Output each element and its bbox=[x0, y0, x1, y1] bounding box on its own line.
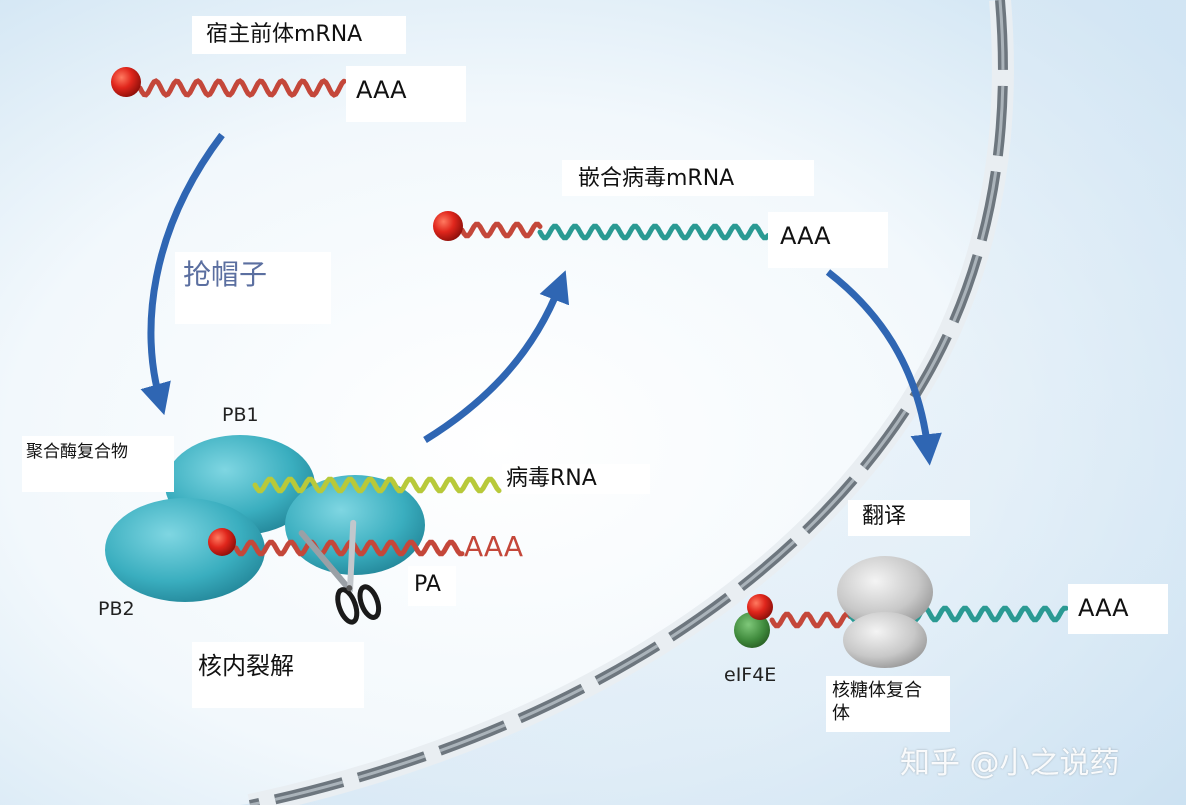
host-rna-in-complex bbox=[233, 539, 465, 557]
host-mrna-cap bbox=[111, 67, 141, 97]
arrow-cap-snatching bbox=[140, 132, 225, 416]
label-ribosome-complex-line1: 核糖体复合 bbox=[832, 680, 922, 701]
arrow-to-chimeric bbox=[423, 270, 570, 443]
label-polymerase-complex: 聚合酶复合物 bbox=[22, 436, 174, 492]
ribosome-small-subunit bbox=[843, 612, 927, 668]
pb2-subunit bbox=[105, 498, 265, 602]
label-pb2: PB2 bbox=[98, 598, 135, 620]
label-cap-snatching: 抢帽子 bbox=[175, 252, 331, 324]
label-pb1: PB1 bbox=[222, 404, 259, 426]
translation-mrna-cap bbox=[747, 594, 773, 620]
label-ribosome-complex: 核糖体复合 体 bbox=[826, 676, 950, 732]
label-complex-polya: AAA bbox=[464, 530, 524, 563]
label-translation-polya: AAA bbox=[1068, 584, 1168, 634]
label-ribosome-complex-line2: 体 bbox=[832, 702, 850, 724]
label-host-pre-mrna: 宿主前体mRNA bbox=[192, 16, 406, 54]
ribosome-large-subunit bbox=[837, 556, 933, 628]
translation-complex bbox=[734, 556, 1069, 668]
eif4e-protein bbox=[734, 612, 770, 648]
chimeric-mrna-strand bbox=[433, 211, 771, 241]
viral-rna-strand bbox=[252, 476, 502, 494]
chimeric-mrna-cap bbox=[433, 211, 463, 241]
label-nuclear-cleavage: 核内裂解 bbox=[192, 642, 364, 708]
host-pre-mrna-strand bbox=[111, 67, 347, 98]
nuclear-membrane bbox=[247, 0, 1014, 805]
cytoplasm-region bbox=[240, 0, 1186, 805]
complex-cap bbox=[208, 528, 236, 556]
label-chimeric-polya: AAA bbox=[768, 212, 888, 268]
label-chimeric-mrna: 嵌合病毒mRNA bbox=[562, 160, 814, 196]
arrow-translation bbox=[825, 269, 942, 466]
watermark: 知乎 @小之说药 bbox=[900, 746, 1120, 781]
label-eif4e: eIF4E bbox=[724, 664, 777, 686]
label-translation: 翻译 bbox=[848, 500, 970, 536]
scissors-icon bbox=[298, 519, 382, 625]
label-viral-rna: 病毒RNA bbox=[502, 464, 650, 494]
label-pa: PA bbox=[408, 566, 456, 606]
polymerase-complex bbox=[105, 435, 502, 602]
label-host-polya: AAA bbox=[346, 66, 466, 122]
